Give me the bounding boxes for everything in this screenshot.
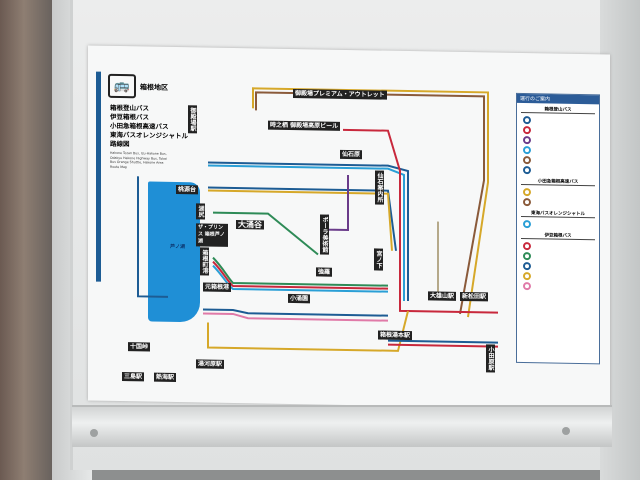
- station-jukkoku: 十国峠: [128, 342, 151, 352]
- route-line: [137, 176, 168, 298]
- route-marker-icon: [523, 272, 531, 281]
- sign-ledge: [72, 405, 612, 447]
- route-line: [212, 256, 388, 287]
- route-line: [252, 87, 489, 318]
- route-line: [208, 189, 393, 251]
- legend-section: 小田急箱根高速バス: [521, 178, 595, 187]
- route-marker-icon: [523, 116, 531, 125]
- route-marker-icon: [523, 198, 531, 207]
- screw: [90, 429, 98, 437]
- route-marker-icon: [523, 242, 531, 251]
- legend-panel: 運行のご案内 箱根登山バス 小田急箱根高速バス 東海バスオレンジシャトル 伊豆箱…: [516, 92, 600, 365]
- route-line: [203, 312, 388, 322]
- route-line: [388, 343, 498, 348]
- route-line: [203, 308, 388, 317]
- station-pola: ポーラ美術館: [320, 214, 329, 255]
- station-prince: ザ・プリンス 箱根芦ノ湖: [196, 223, 228, 247]
- route-line: [212, 260, 388, 290]
- legend-section: 東海バスオレンジシャトル: [521, 210, 595, 219]
- station-owakudani: 大涌谷: [236, 220, 264, 230]
- station-odawara: 小田原駅: [486, 344, 495, 373]
- station-togendai: 桃源台: [176, 184, 199, 195]
- station-gora: 強羅: [316, 267, 333, 277]
- route-marker-icon: [523, 156, 531, 165]
- station-tokinosumika: 時之栖 御殿場高原ビール: [268, 120, 341, 131]
- station-yugawara: 湯河原駅: [196, 359, 225, 369]
- route-line: [255, 91, 485, 315]
- legend-section: 箱根登山バス: [521, 106, 595, 115]
- route-marker-icon: [523, 252, 531, 261]
- route-line: [213, 211, 319, 256]
- route-line: [208, 186, 397, 251]
- legend-title: 運行のご案内: [517, 93, 599, 105]
- station-atami: 熱海駅: [154, 372, 177, 382]
- route-marker-icon: [523, 188, 531, 197]
- station-sengokuhara: 仙石原: [340, 149, 363, 160]
- route-line: [212, 264, 388, 293]
- route-line: [343, 128, 498, 314]
- route-marker-icon: [523, 220, 531, 229]
- legend-section: 伊豆箱根バス: [521, 232, 595, 241]
- station-outlet: 御殿場プレミアム・アウトレット: [293, 89, 387, 100]
- route-marker-icon: [523, 136, 531, 145]
- route-line: [208, 161, 409, 302]
- station-motohakone: 元箱根港: [203, 282, 232, 292]
- station-sengoku-info: 仙石案内所: [375, 170, 384, 205]
- screw: [562, 427, 570, 435]
- route-line: [388, 339, 498, 344]
- station-miyanoshita: 宮ノ下: [374, 248, 383, 271]
- route-marker-icon: [523, 282, 531, 291]
- station-kowakien: 小涌園: [288, 293, 311, 304]
- route-marker-icon: [523, 146, 531, 155]
- route-line: [208, 164, 405, 301]
- station-gotemba: 御殿場駅: [188, 105, 197, 134]
- station-hakone-yumoto: 箱根湯本駅: [378, 330, 413, 341]
- sidewalk: [0, 0, 60, 480]
- route-lines: [137, 87, 498, 352]
- station-mishima: 三島駅: [122, 372, 145, 382]
- station-daiyuzan: 大雄山駅: [428, 291, 457, 301]
- station-hakonemachi: 箱根町港: [200, 247, 209, 276]
- route-map-sheet: 🚌 箱根地区 箱根登山バス 伊豆箱根バス 小田急箱根高速バス 東海バスオレンジシ…: [88, 45, 610, 410]
- route-marker-icon: [523, 262, 531, 271]
- route-marker-icon: [523, 166, 531, 175]
- station-kojiri: 湖尻: [196, 203, 205, 220]
- station-shinmatsuda: 新松田駅: [460, 291, 489, 302]
- route-marker-icon: [523, 126, 531, 135]
- route-line: [327, 174, 349, 231]
